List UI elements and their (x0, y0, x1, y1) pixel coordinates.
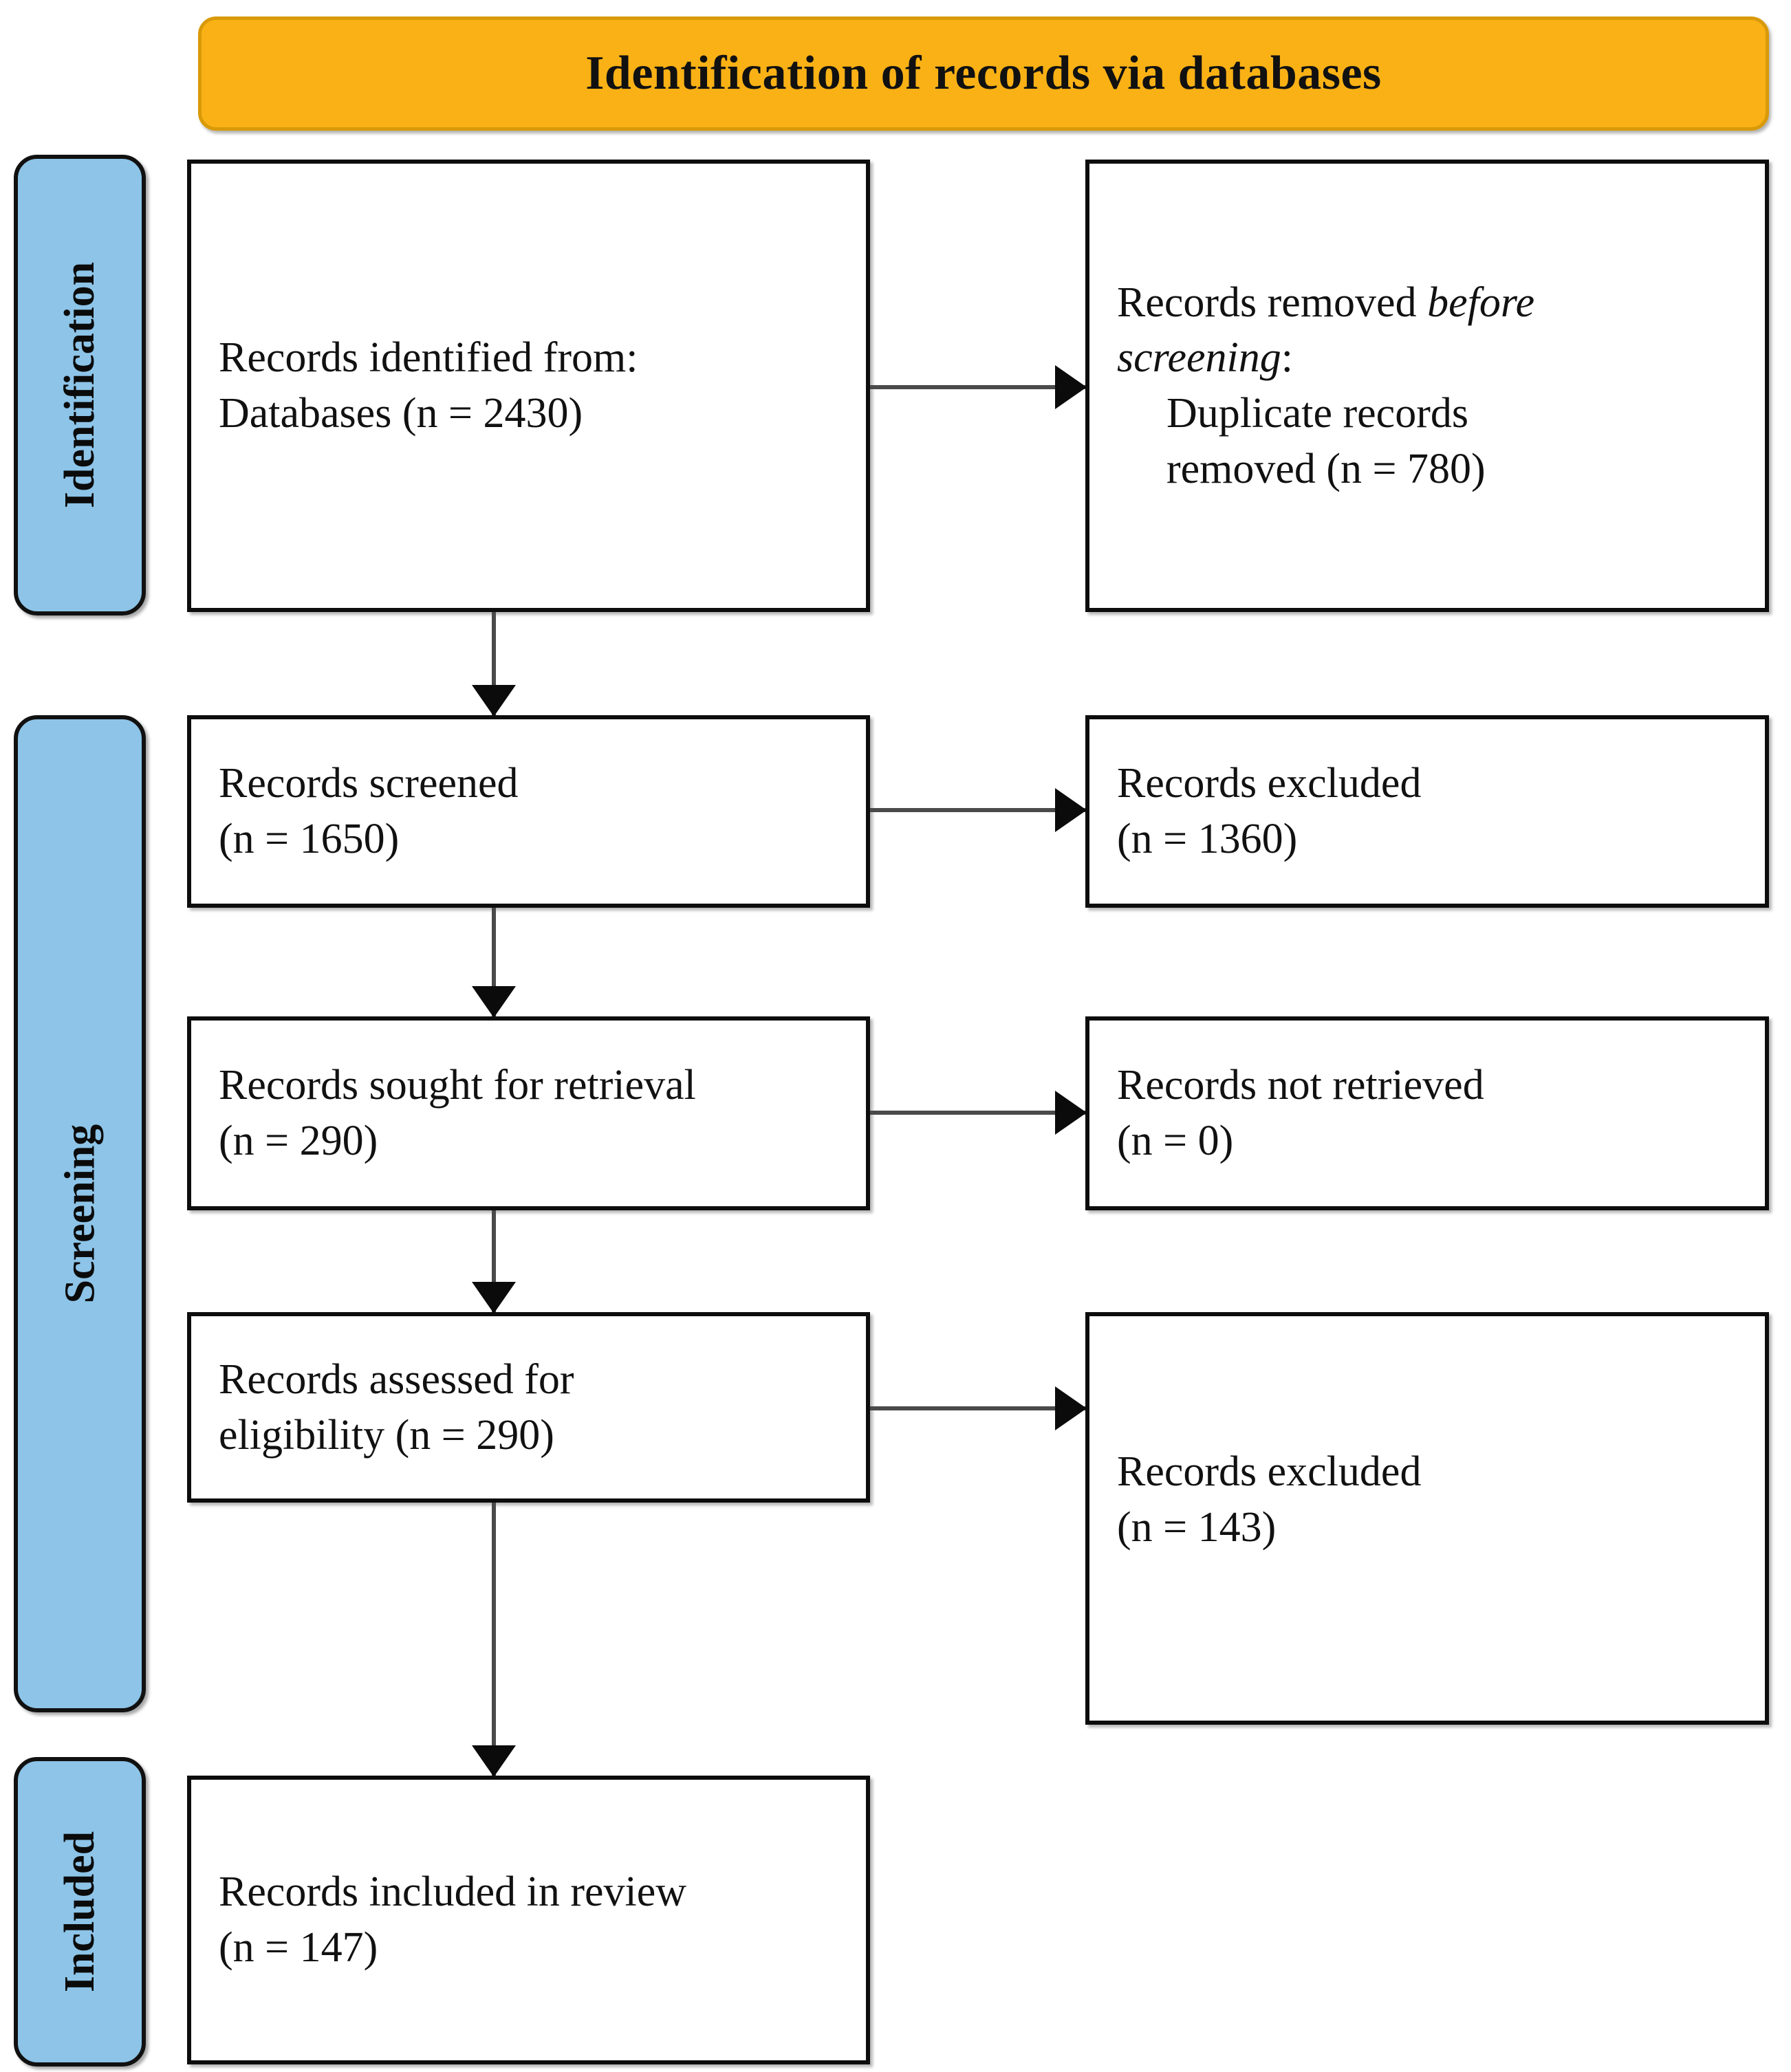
arrow-identified-to-screened (492, 612, 496, 715)
box-records-removed-line1: Records removed before (1117, 275, 1737, 331)
box-records-excluded-screening: Records excluded (n = 1360) (1085, 715, 1769, 908)
box-records-assessed-for-eligibility: Records assessed for eligibility (n = 29… (187, 1312, 870, 1503)
box-records-sought-line2: (n = 290) (219, 1117, 378, 1164)
stage-label-identification: Identification (14, 155, 146, 615)
box-records-included-line1: Records included in review (219, 1868, 687, 1916)
box-records-included-in-review: Records included in review (n = 147) (187, 1776, 870, 2064)
box-records-assessed-line1: Records assessed for (219, 1355, 574, 1403)
stage-label-identification-text: Identification (56, 261, 104, 509)
box-records-identified-line2: Databases (n = 2430) (219, 390, 583, 437)
arrow-assessed-to-included (492, 1503, 496, 1776)
box-records-excluded-eligibility-line1: Records excluded (1117, 1448, 1422, 1495)
box-records-assessed-line2: eligibility (n = 290) (219, 1411, 554, 1459)
box-records-removed-before-screening: Records removed before screening: Duplic… (1085, 160, 1769, 612)
box-records-not-retrieved: Records not retrieved (n = 0) (1085, 1016, 1769, 1210)
arrow-assessed-to-excluded (870, 1406, 1085, 1410)
box-records-not-retrieved-line2: (n = 0) (1117, 1117, 1234, 1164)
diagram-header-banner: Identification of records via databases (198, 17, 1769, 131)
box-records-identified: Records identified from: Databases (n = … (187, 160, 870, 612)
stage-label-included-text: Included (56, 1831, 104, 1993)
arrow-identified-to-removed (870, 385, 1085, 389)
box-records-excluded-screening-line1: Records excluded (1117, 760, 1422, 807)
box-records-included-line2: (n = 147) (219, 1924, 378, 1971)
arrow-screened-to-excluded (870, 808, 1085, 812)
box-records-removed-line2: screening: (1117, 330, 1737, 386)
stage-label-screening: Screening (14, 715, 146, 1712)
box-records-removed-line2-plain: : (1281, 334, 1293, 382)
stage-label-screening-text: Screening (56, 1124, 103, 1304)
box-records-removed-line4: removed (n = 780) (1166, 445, 1486, 492)
box-records-removed-line2-italic: screening (1117, 334, 1281, 382)
box-records-not-retrieved-line1: Records not retrieved (1117, 1062, 1484, 1109)
box-records-sought-line1: Records sought for retrieval (219, 1062, 696, 1109)
arrow-sought-to-assessed (492, 1210, 496, 1312)
box-records-sought-for-retrieval: Records sought for retrieval (n = 290) (187, 1016, 870, 1210)
page-title: Identification of records via databases (585, 47, 1382, 100)
box-records-excluded-eligibility-line2: (n = 143) (1117, 1503, 1277, 1551)
arrow-sought-to-not-retrieved (870, 1111, 1085, 1115)
box-records-screened: Records screened (n = 1650) (187, 715, 870, 908)
box-records-screened-line1: Records screened (219, 760, 519, 807)
box-records-identified-line1: Records identified from: (219, 334, 638, 382)
box-records-excluded-eligibility: Records excluded (n = 143) (1085, 1312, 1769, 1725)
arrow-screened-to-sought (492, 908, 496, 1016)
stage-label-included: Included (14, 1757, 146, 2066)
box-records-removed-line3: Duplicate records (1166, 390, 1468, 437)
box-records-excluded-screening-line2: (n = 1360) (1117, 816, 1298, 862)
box-records-removed-line1-plain: Records removed (1117, 279, 1428, 326)
box-records-removed-line1-italic: before (1427, 279, 1535, 326)
box-records-screened-line2: (n = 1650) (219, 816, 400, 862)
